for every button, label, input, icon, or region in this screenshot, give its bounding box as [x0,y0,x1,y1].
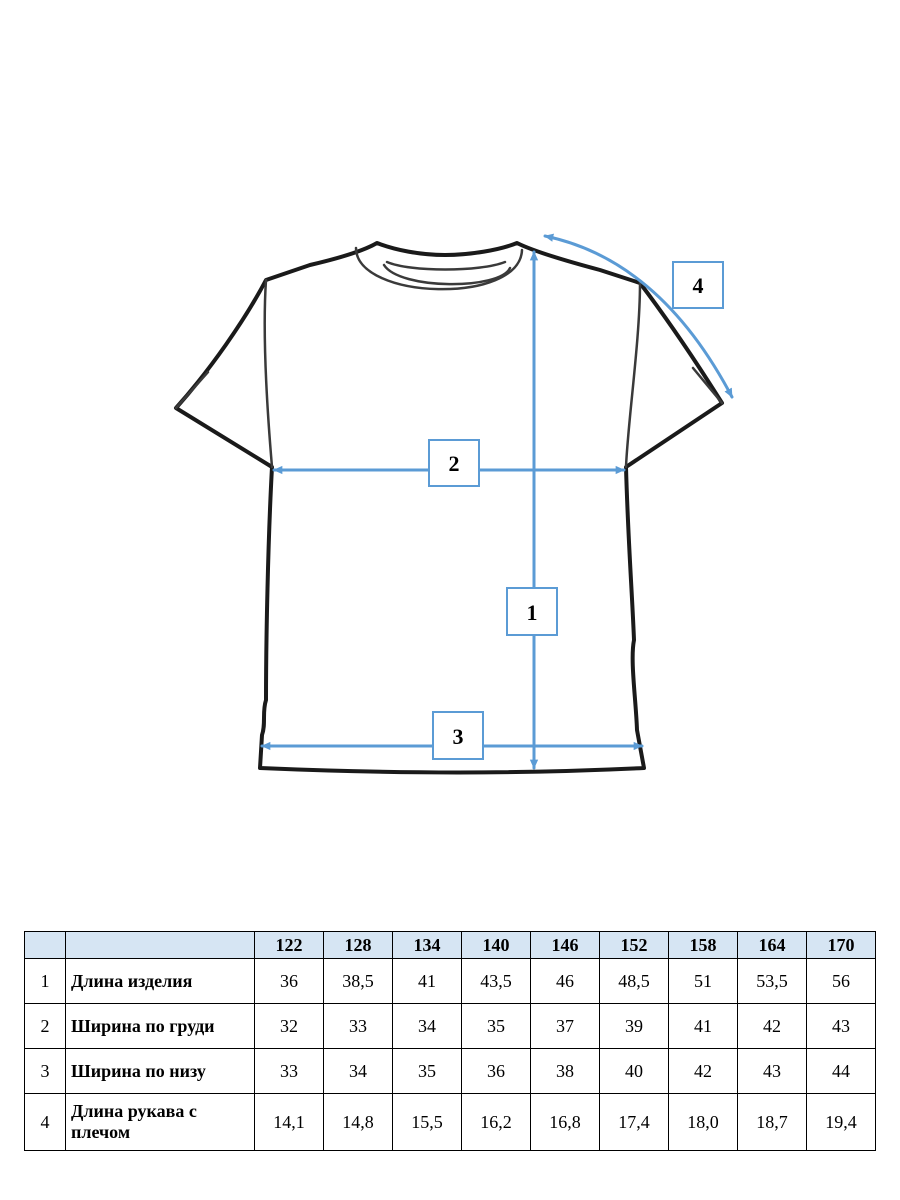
size-header-cell: 146 [530,931,600,959]
marker-chest-width: 2 [428,439,480,487]
value-cell: 18,7 [737,1093,807,1151]
value-cell: 14,1 [254,1093,324,1151]
measurement-name-cell: Длина рукава с плечом [65,1093,255,1151]
value-cell: 56 [806,958,876,1004]
value-cell: 44 [806,1048,876,1094]
corner-cell [24,931,66,959]
value-cell: 17,4 [599,1093,669,1151]
value-cell: 18,0 [668,1093,738,1151]
value-cell: 36 [254,958,324,1004]
value-cell: 40 [599,1048,669,1094]
value-cell: 35 [392,1048,462,1094]
svg-text:1: 1 [527,600,538,625]
value-cell: 43,5 [461,958,531,1004]
marker-hem-width: 3 [432,711,484,760]
value-cell: 33 [323,1003,393,1049]
value-cell: 36 [461,1048,531,1094]
svg-text:2: 2 [449,451,460,476]
size-header-cell: 164 [737,931,807,959]
value-cell: 41 [392,958,462,1004]
value-cell: 16,2 [461,1093,531,1151]
value-cell: 51 [668,958,738,1004]
value-cell: 38,5 [323,958,393,1004]
marker-length: 1 [506,587,558,636]
marker-sleeve-length: 4 [672,261,724,309]
size-header-cell: 128 [323,931,393,959]
sleeve-length-arrow [543,233,734,399]
size-header-cell: 122 [254,931,324,959]
value-cell: 39 [599,1003,669,1049]
size-header-cell: 152 [599,931,669,959]
value-cell: 33 [254,1048,324,1094]
value-cell: 43 [806,1003,876,1049]
value-cell: 19,4 [806,1093,876,1151]
value-cell: 34 [392,1003,462,1049]
measurement-name-cell: Ширина по низу [65,1048,255,1094]
size-header-cell: 140 [461,931,531,959]
value-cell: 53,5 [737,958,807,1004]
value-cell: 43 [737,1048,807,1094]
name-header-cell [65,931,255,959]
value-cell: 48,5 [599,958,669,1004]
measurement-name-cell: Длина изделия [65,958,255,1004]
value-cell: 16,8 [530,1093,600,1151]
svg-text:3: 3 [453,724,464,749]
row-number-cell: 2 [24,1003,66,1049]
size-header-cell: 170 [806,931,876,959]
value-cell: 42 [668,1048,738,1094]
row-number-cell: 3 [24,1048,66,1094]
size-header-cell: 158 [668,931,738,959]
value-cell: 41 [668,1003,738,1049]
size-header-cell: 134 [392,931,462,959]
value-cell: 34 [323,1048,393,1094]
tshirt-diagram: 1 2 3 4 [174,233,734,775]
value-cell: 37 [530,1003,600,1049]
tshirt-outline [174,241,724,775]
value-cell: 32 [254,1003,324,1049]
value-cell: 46 [530,958,600,1004]
measurement-name-cell: Ширина по груди [65,1003,255,1049]
row-number-cell: 1 [24,958,66,1004]
svg-text:4: 4 [693,273,704,298]
value-cell: 38 [530,1048,600,1094]
value-cell: 14,8 [323,1093,393,1151]
value-cell: 35 [461,1003,531,1049]
measurement-arrows [260,233,734,770]
value-cell: 42 [737,1003,807,1049]
value-cell: 15,5 [392,1093,462,1151]
row-number-cell: 4 [24,1093,66,1151]
